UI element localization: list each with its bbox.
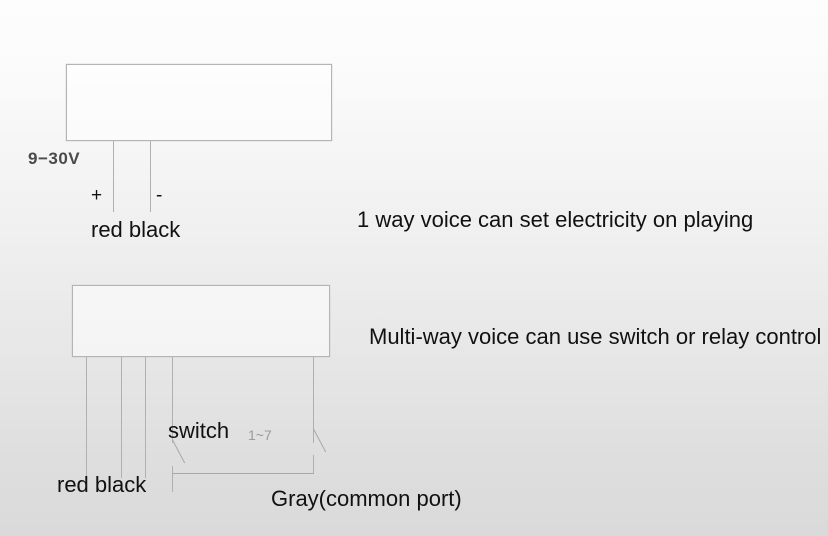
wire-switch-left-leg	[172, 466, 173, 492]
wire-color-label-top: red black	[91, 217, 181, 242]
wire-bottom-third	[145, 357, 146, 478]
switch-range-label: 1~7	[248, 427, 272, 443]
wire-color-label-bottom: red black	[57, 472, 147, 497]
switch-blade-left-icon	[172, 439, 186, 464]
voice-module-top-body	[66, 64, 332, 141]
caption-multi-way-voice: Multi-way voice can use switch or relay …	[369, 324, 822, 349]
wire-bottom-black	[121, 357, 122, 478]
wire-positive-red	[113, 141, 114, 212]
wire-switch-right-leg	[313, 455, 314, 474]
terminal-negative-symbol: -	[156, 185, 163, 206]
wire-bottom-common-gray	[313, 357, 314, 443]
wire-negative-black	[150, 141, 151, 212]
voice-module-bottom-body	[72, 285, 330, 357]
switch-blade-right-icon	[313, 428, 327, 453]
wire-switch-return	[172, 473, 314, 474]
terminal-positive-symbol: +	[91, 185, 103, 206]
common-port-label: Gray(common port)	[271, 486, 462, 511]
wire-bottom-switch-input	[172, 357, 173, 443]
switch-label: switch	[168, 418, 230, 443]
wire-bottom-red	[86, 357, 87, 478]
caption-one-way-voice: 1 way voice can set electricity on playi…	[357, 207, 754, 232]
voltage-label: 9−30V	[28, 149, 81, 168]
